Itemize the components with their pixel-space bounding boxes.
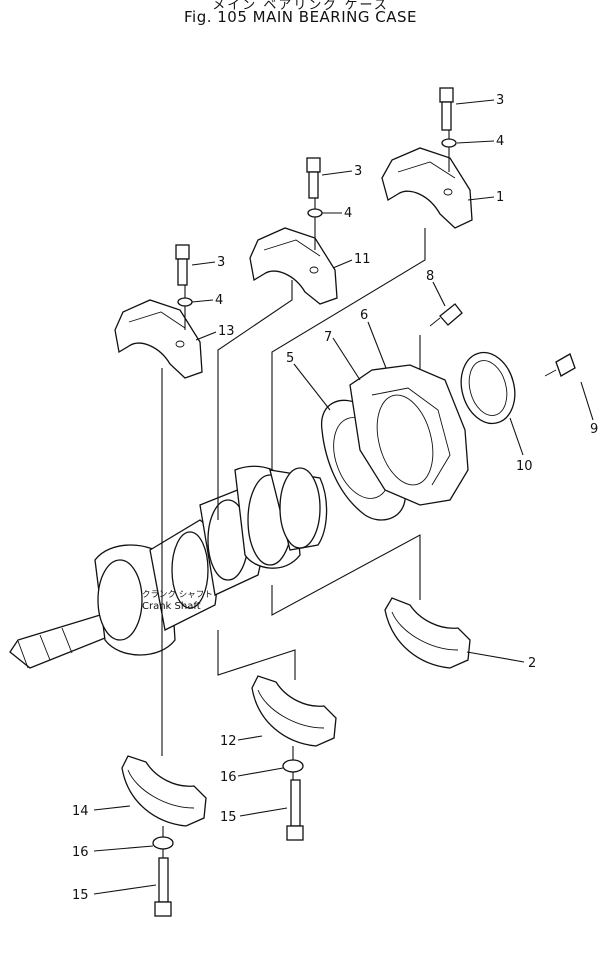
callout-3: 3 bbox=[496, 93, 504, 108]
oil-seal-10 bbox=[460, 351, 516, 425]
callout-16: 16 bbox=[72, 845, 89, 860]
housing-6 bbox=[349, 364, 469, 506]
callout-12: 12 bbox=[220, 734, 237, 749]
bearing-cap-1 bbox=[381, 147, 473, 229]
callout-5: 5 bbox=[286, 351, 294, 366]
callout-8: 8 bbox=[426, 269, 434, 284]
bolt-15-left bbox=[154, 857, 172, 917]
callout-11: 11 bbox=[354, 252, 371, 267]
bolt-8 bbox=[429, 303, 463, 327]
bearing-cap-2 bbox=[384, 597, 471, 669]
washer-4-right bbox=[441, 138, 457, 148]
callout-14: 14 bbox=[72, 804, 89, 819]
callout-3: 3 bbox=[354, 164, 362, 179]
callout-15: 15 bbox=[220, 810, 237, 825]
bearing-cap-14 bbox=[121, 755, 207, 827]
washer-16-left bbox=[152, 836, 174, 850]
callout-3: 3 bbox=[217, 255, 225, 270]
leader-lines bbox=[93, 99, 594, 895]
callout-9: 9 bbox=[590, 422, 598, 437]
bearing-cap-11 bbox=[249, 227, 338, 305]
washer-4-middle bbox=[307, 208, 323, 218]
bearing-cap-13 bbox=[114, 299, 203, 379]
callout-4: 4 bbox=[344, 206, 352, 221]
bolt-3-left bbox=[175, 244, 190, 286]
callout-6: 6 bbox=[360, 308, 368, 323]
bearing-cap-12 bbox=[251, 675, 337, 747]
washer-4-left bbox=[177, 297, 193, 307]
callout-15: 15 bbox=[72, 888, 89, 903]
callout-4: 4 bbox=[215, 293, 223, 308]
callout-1: 1 bbox=[496, 190, 504, 205]
crank-shaft bbox=[9, 465, 328, 669]
callout-10: 10 bbox=[516, 459, 533, 474]
figure-title: Fig. 105 MAIN BEARING CASE bbox=[184, 8, 417, 26]
assembly-lines bbox=[161, 130, 450, 858]
crank-shaft-label: Crank Shaft bbox=[142, 601, 201, 612]
callout-4: 4 bbox=[496, 134, 504, 149]
crank-shaft-label-japanese: クランク シャフト bbox=[142, 590, 213, 600]
callout-numbers: 3 4 1 3 4 11 3 4 13 8 6 7 5 9 10 2 12 16… bbox=[72, 93, 598, 903]
callout-2: 2 bbox=[528, 656, 536, 671]
bolt-3-right bbox=[439, 87, 454, 131]
bolt-3-middle bbox=[306, 157, 321, 199]
bolt-9 bbox=[544, 353, 576, 377]
callout-16: 16 bbox=[220, 770, 237, 785]
figure-title-japanese: メイン ベアリング ケース bbox=[212, 0, 389, 13]
callout-7: 7 bbox=[324, 330, 332, 345]
callout-13: 13 bbox=[218, 324, 235, 339]
washer-16-middle bbox=[282, 759, 304, 773]
bolt-15-middle bbox=[286, 779, 304, 841]
